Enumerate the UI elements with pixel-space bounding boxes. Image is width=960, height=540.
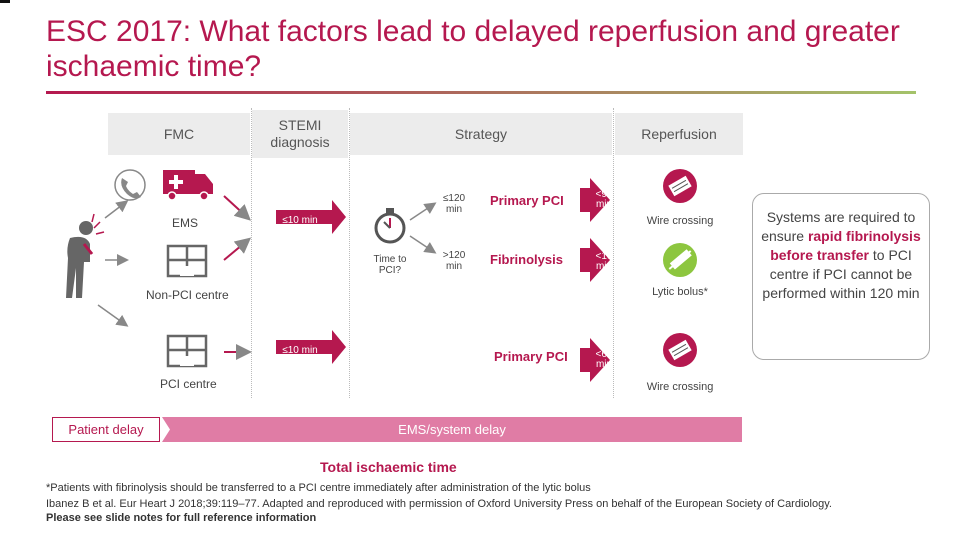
lt60-label: <60 min [589, 350, 619, 370]
total-ischaemic-time: Total ischaemic time [320, 459, 457, 475]
ambulance-icon [163, 170, 213, 200]
ems-label: EMS [172, 216, 198, 230]
header-fmc: FMC [108, 113, 250, 155]
fibrinolysis-label: Fibrinolysis [490, 252, 563, 267]
building-icon [168, 246, 206, 276]
le10-label: ≤10 min [280, 346, 320, 356]
header-strategy: Strategy [350, 113, 612, 155]
patient-icon [66, 214, 104, 298]
ems-system-delay-bar: EMS/system delay [162, 417, 742, 442]
reference: Ibanez B et al. Eur Heart J 2018;39:119–… [46, 498, 832, 511]
note-box: Systems are required to ensure rapid fib… [752, 193, 930, 360]
patient-delay-bar: Patient delay [52, 417, 160, 442]
reference-note: Please see slide notes for full referenc… [46, 512, 316, 525]
wire-crossing-label: Wire crossing [640, 382, 720, 393]
header-stemi: STEMI diagnosis [252, 110, 348, 158]
lt90-label: <90 min [589, 190, 619, 210]
stopwatch-icon [376, 208, 404, 242]
gt120-label: >120 min [437, 250, 471, 272]
lt10-label: <10 min [589, 252, 619, 272]
building-icon [168, 336, 206, 366]
le10-label: ≤10 min [280, 216, 320, 226]
wire-crossing-label: Wire crossing [640, 216, 720, 227]
header-reperfusion: Reperfusion [615, 113, 743, 155]
time-to-pci-label: Time to PCI? [368, 254, 412, 276]
stent-icon [663, 333, 697, 367]
primary-pci-label: Primary PCI [494, 349, 568, 364]
syringe-icon [663, 243, 697, 277]
stent-icon [663, 169, 697, 203]
slide-title: ESC 2017: What factors lead to delayed r… [46, 14, 906, 84]
le120-label: ≤120 min [437, 193, 471, 215]
pci-centre-label: PCI centre [160, 377, 217, 391]
primary-pci-label: Primary PCI [490, 193, 564, 208]
corner-mark [0, 0, 10, 3]
lytic-bolus-label: Lytic bolus* [640, 287, 720, 298]
title-underline [46, 91, 916, 94]
footnote: *Patients with fibrinolysis should be tr… [46, 482, 591, 495]
phone-icon [115, 170, 145, 200]
non-pci-centre-label: Non-PCI centre [146, 288, 229, 302]
